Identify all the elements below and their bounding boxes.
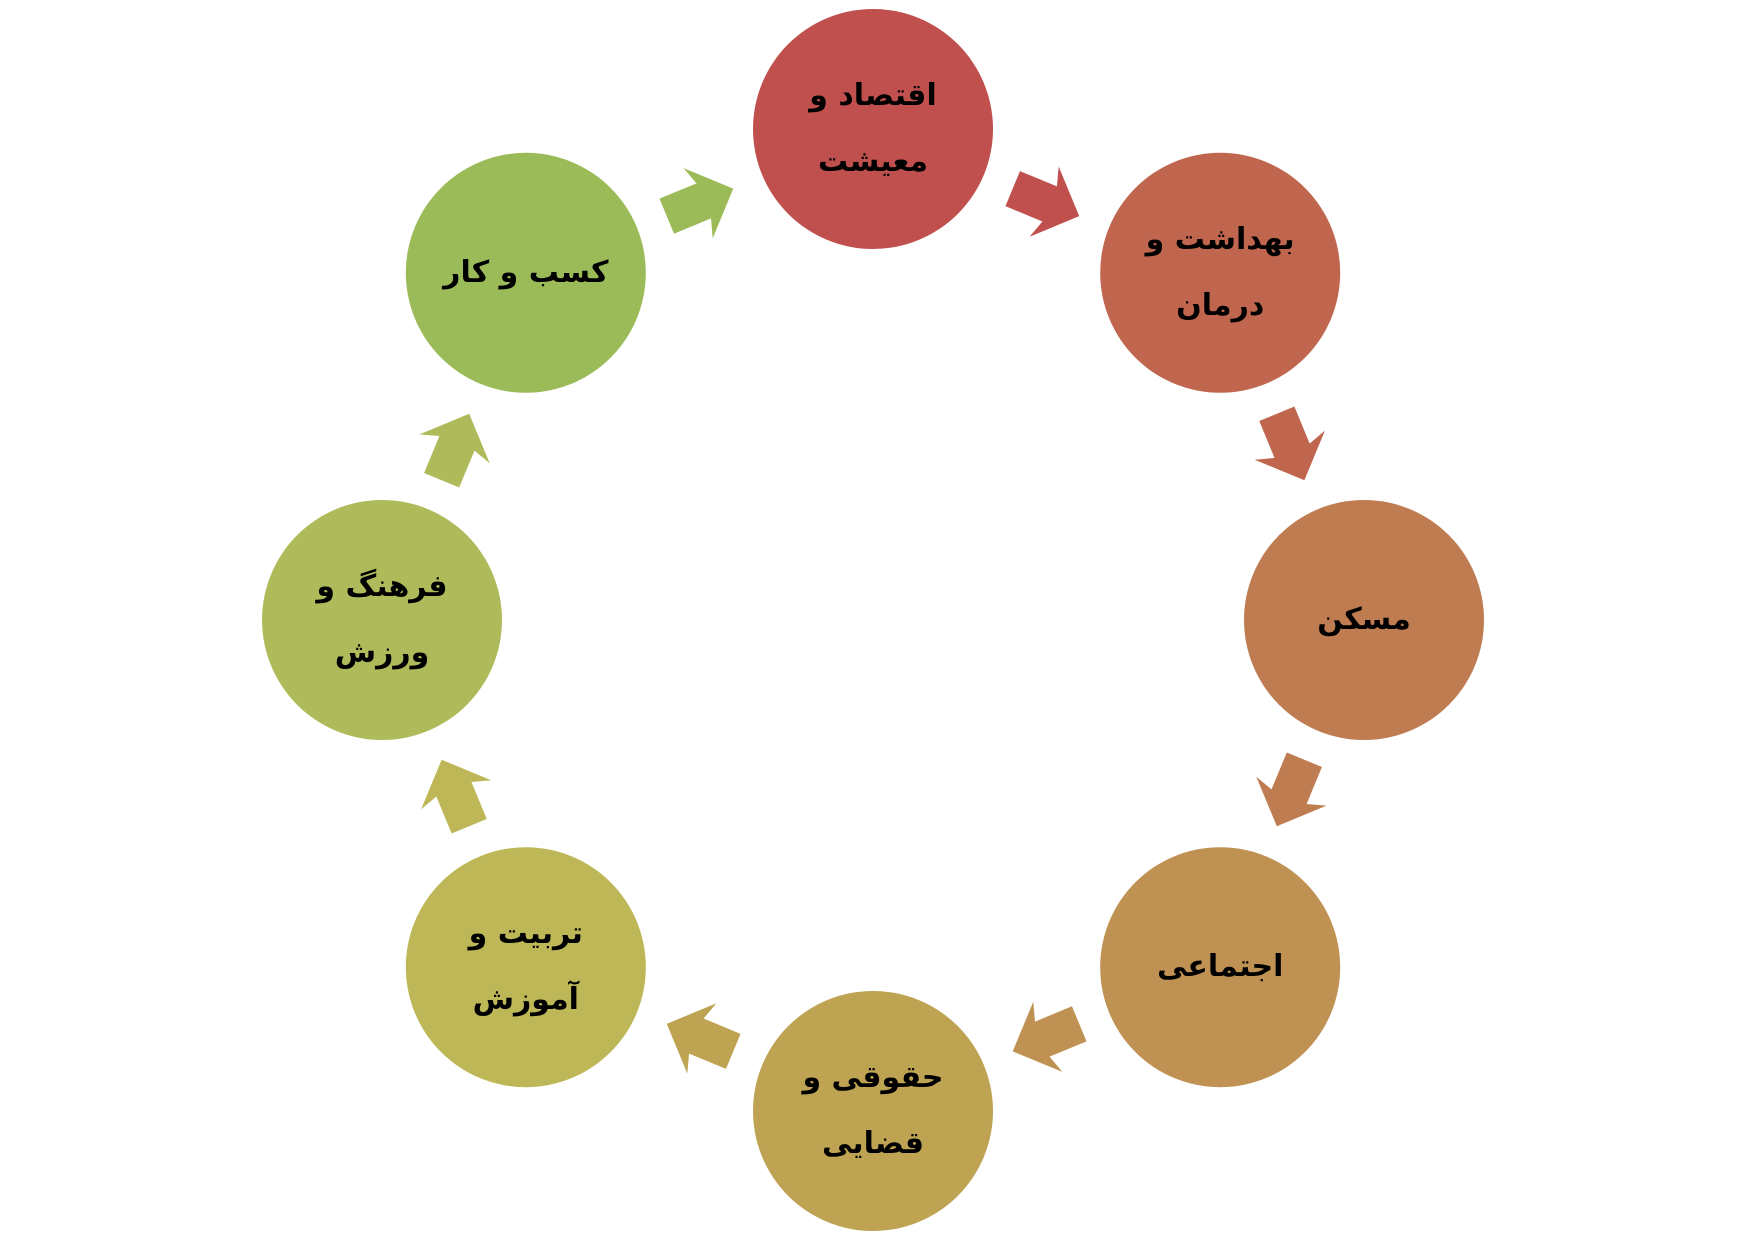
arrow-icon [1012, 1001, 1087, 1072]
node-label-housing: مسکن [1264, 587, 1464, 653]
node-circle-economy [753, 9, 993, 249]
node-circle-social [1100, 847, 1341, 1088]
arrow-icon [666, 1003, 741, 1074]
node-label-education: تربیت و آموزش [426, 901, 626, 1033]
node-circle-housing [1244, 500, 1484, 740]
arrow-icon [1254, 406, 1325, 481]
node-label-social: اجتماعی [1120, 934, 1320, 1000]
node-circle-health [1100, 152, 1341, 393]
node-label-line: اجتماعی [1157, 949, 1284, 985]
node-label-line: کسب و کار [443, 254, 609, 290]
arrow-icon [421, 759, 492, 834]
arrow-icon [1256, 752, 1327, 827]
node-label-business: کسب و کار [426, 240, 626, 306]
node-circle-culture [262, 500, 502, 740]
node-label-economy: اقتصاد و معیشت [773, 63, 973, 195]
node-label-line: حقوقی و [802, 1060, 944, 1095]
node-label-line: مسکن [1317, 602, 1411, 637]
node-label-line: تربیت و [468, 916, 583, 952]
arrow-icon [1005, 166, 1080, 237]
node-circle-legal [753, 991, 993, 1231]
arrow-icon [659, 168, 734, 239]
node-label-health: بهداشت و درمان [1120, 207, 1320, 339]
node-label-line: بهداشت و [1145, 221, 1295, 257]
node-label-line: درمان [1176, 287, 1265, 323]
node-label-legal: حقوقی و قضایی [773, 1045, 973, 1177]
node-label-line: فرهنگ و [316, 569, 448, 604]
node-label-culture: فرهنگ و ورزش [282, 554, 482, 686]
node-circle-education [405, 847, 646, 1088]
arrow-icon [419, 413, 490, 488]
node-circle-business [405, 152, 646, 393]
node-label-line: قضایی [821, 1126, 925, 1161]
node-label-line: اقتصاد و [809, 78, 937, 113]
node-label-line: آموزش [472, 982, 579, 1018]
node-label-line: معیشت [817, 144, 929, 179]
node-label-line: ورزش [334, 635, 430, 670]
